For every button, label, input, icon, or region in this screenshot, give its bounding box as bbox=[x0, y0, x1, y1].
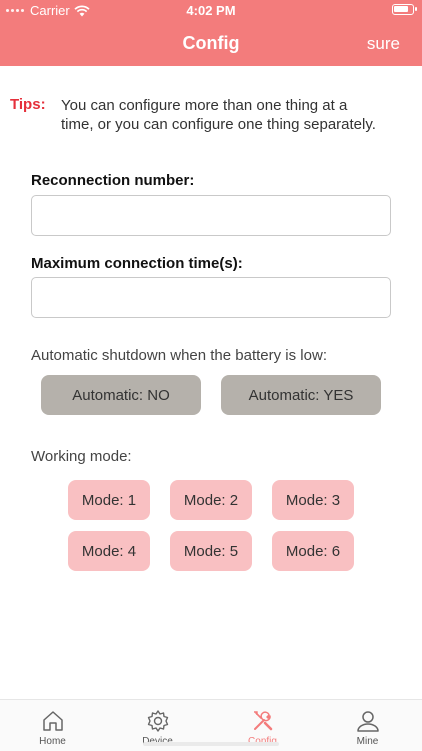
page-title: Config bbox=[182, 33, 240, 53]
tab-device[interactable]: Device bbox=[105, 700, 210, 751]
mode-1-button[interactable]: Mode: 1 bbox=[68, 480, 150, 520]
tab-home-label: Home bbox=[39, 736, 66, 747]
shutdown-label: Automatic shutdown when the battery is l… bbox=[31, 347, 327, 364]
tab-device-label: Device bbox=[105, 736, 210, 747]
tab-mine-label: Mine bbox=[356, 736, 379, 747]
home-indicator bbox=[143, 742, 279, 746]
user-icon bbox=[357, 711, 379, 732]
reconnection-input[interactable] bbox=[31, 195, 391, 236]
signal-icon bbox=[6, 9, 24, 12]
status-time: 4:02 PM bbox=[186, 3, 236, 18]
wifi-icon bbox=[74, 4, 90, 16]
mode-6-button[interactable]: Mode: 6 bbox=[272, 531, 354, 571]
battery-fill bbox=[394, 6, 408, 12]
tab-config[interactable]: Config bbox=[210, 700, 315, 751]
tab-config-label: Config bbox=[210, 736, 315, 747]
gear-icon bbox=[147, 710, 169, 732]
max-connection-time-label: Maximum connection time(s): bbox=[31, 255, 243, 272]
automatic-yes-button[interactable]: Automatic: YES bbox=[221, 375, 381, 415]
tools-icon bbox=[254, 711, 273, 731]
automatic-no-button[interactable]: Automatic: NO bbox=[41, 375, 201, 415]
tab-mine[interactable]: Mine bbox=[315, 700, 420, 751]
tips-text: You can configure more than one thing at… bbox=[61, 97, 376, 133]
status-bar: Carrier 4:02 PM bbox=[0, 0, 422, 22]
mode-4-button[interactable]: Mode: 4 bbox=[68, 531, 150, 571]
mode-5-button[interactable]: Mode: 5 bbox=[170, 531, 252, 571]
reconnection-label: Reconnection number: bbox=[31, 172, 195, 189]
mode-3-button[interactable]: Mode: 3 bbox=[272, 480, 354, 520]
status-left: Carrier bbox=[6, 3, 90, 18]
home-icon bbox=[43, 711, 63, 731]
sure-button[interactable]: sure bbox=[366, 34, 400, 53]
working-mode-label: Working mode: bbox=[31, 448, 132, 465]
tips-label: Tips: bbox=[10, 96, 46, 113]
tab-home[interactable]: Home bbox=[0, 700, 105, 751]
mode-2-button[interactable]: Mode: 2 bbox=[170, 480, 252, 520]
max-connection-time-input[interactable] bbox=[31, 277, 391, 318]
battery-icon bbox=[392, 4, 417, 15]
carrier-name: Carrier bbox=[30, 3, 70, 18]
nav-bar: Config sure bbox=[0, 22, 422, 66]
